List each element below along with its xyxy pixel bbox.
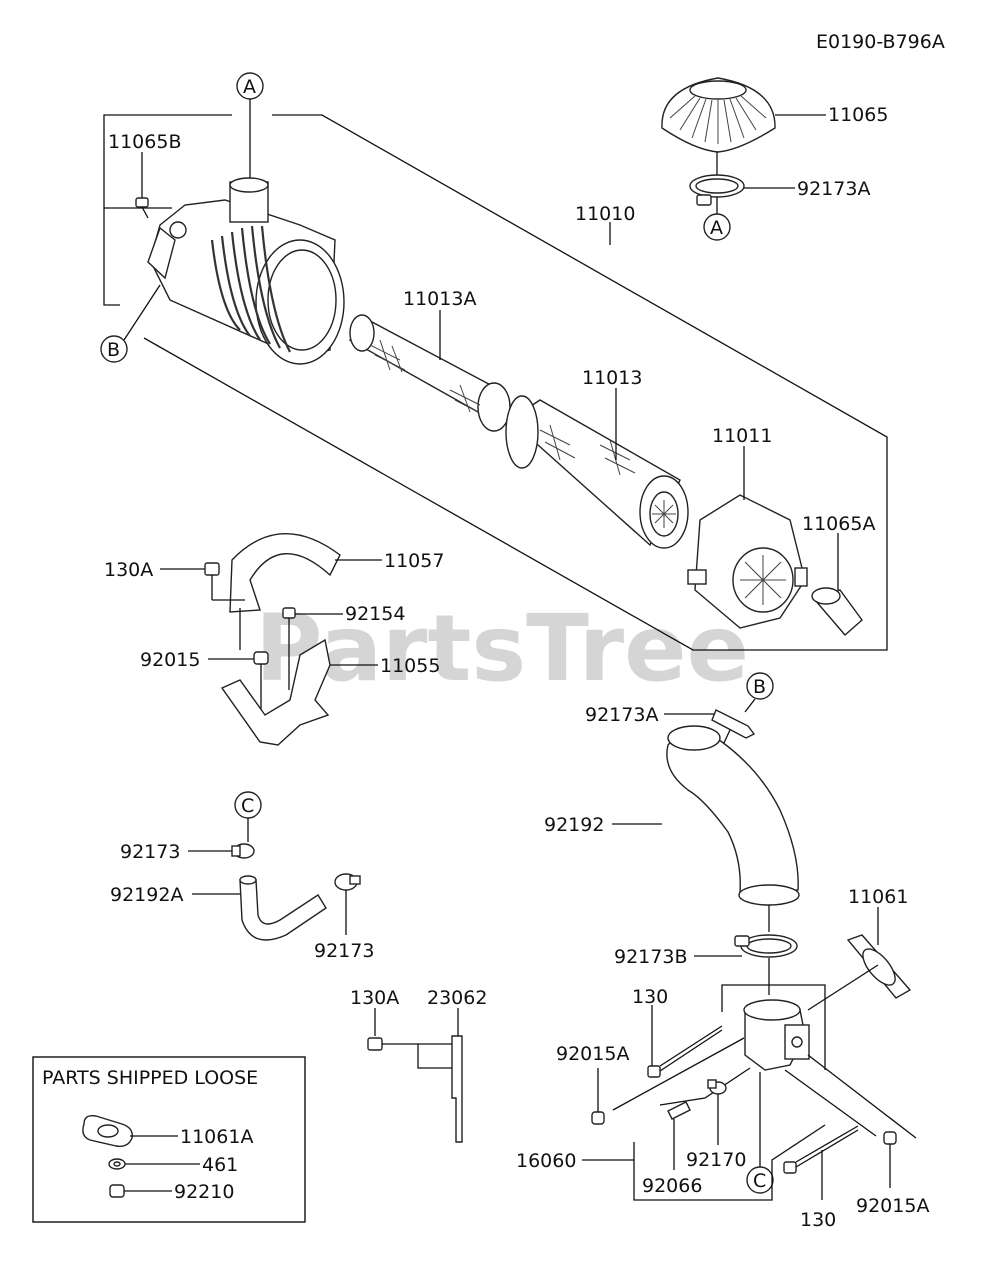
label-16060: 16060 (516, 1150, 576, 1172)
clamp-92173B (734, 934, 798, 958)
precleaner-cap (661, 77, 776, 153)
watermark: PartsTree (255, 595, 749, 702)
label-11061: 11061 (848, 886, 908, 908)
callout-c-bottom (746, 1166, 774, 1194)
label-11065: 11065 (828, 104, 888, 126)
label-11013: 11013 (582, 367, 642, 389)
callout-c-top-letter: C (241, 795, 254, 817)
label-92015A-right: 92015A (856, 1195, 929, 1217)
label-92210: 92210 (174, 1181, 234, 1203)
label-130A-bracket: 130A (104, 559, 153, 581)
label-11010: 11010 (575, 203, 635, 225)
label-92066: 92066 (642, 1175, 702, 1197)
callout-b-hose (746, 672, 774, 700)
label-11011: 11011 (712, 425, 772, 447)
bolt-130-top (647, 1025, 723, 1078)
bolt-11065B (135, 197, 149, 219)
parts-shipped-loose-box (32, 1056, 306, 1223)
hose-92192A (239, 875, 327, 941)
assembly-frame-11010 (103, 114, 888, 651)
nut-92015A-left (591, 1111, 605, 1125)
washer-461 (108, 1158, 126, 1170)
gasket-11061A (82, 1114, 133, 1148)
label-130-bottom: 130 (800, 1209, 836, 1231)
label-92173A-hose: 92173A (585, 704, 658, 726)
callout-c-bottom-letter: C (753, 1170, 766, 1192)
label-92170: 92170 (686, 1149, 746, 1171)
label-130-top: 130 (632, 986, 668, 1008)
cover-11011 (687, 494, 808, 629)
label-11057: 11057 (384, 550, 444, 572)
parts-box-title: PARTS SHIPPED LOOSE (42, 1067, 258, 1089)
label-11065A: 11065A (802, 513, 875, 535)
clip-92170 (707, 1079, 727, 1095)
label-92192A: 92192A (110, 884, 183, 906)
label-461: 461 (202, 1154, 238, 1176)
label-92173A-top: 92173A (797, 178, 870, 200)
label-11061A: 11061A (180, 1126, 253, 1148)
label-92173B: 92173B (614, 946, 687, 968)
label-23062: 23062 (427, 987, 487, 1009)
bolt-130A-lower (367, 1037, 418, 1051)
main-element-11013 (505, 395, 689, 549)
bracket-23062 (417, 1035, 463, 1143)
nut-92015A-right (883, 1131, 897, 1145)
label-130A-lower: 130A (350, 987, 399, 1009)
nut-92210 (109, 1184, 125, 1198)
label-11055: 11055 (380, 655, 440, 677)
callout-b-housing (100, 335, 128, 363)
clamp-92173A-hose (711, 709, 756, 739)
clamp-92173-bottom (334, 873, 361, 891)
callout-a-housing-letter: A (243, 76, 256, 98)
bolt-130-bottom (783, 1125, 859, 1174)
pin-92066 (667, 1101, 691, 1120)
label-92173-bottom: 92173 (314, 940, 374, 962)
bolt-130A-bracket (204, 562, 245, 601)
label-11065B: 11065B (108, 131, 181, 153)
evacuator-valve-11065A (811, 587, 863, 636)
callout-b-hose-letter: B (753, 676, 766, 698)
band-11057 (229, 533, 341, 650)
label-92015A-left: 92015A (556, 1043, 629, 1065)
bolt-92154 (282, 607, 296, 690)
air-cleaner-housing (147, 177, 345, 365)
callout-b-housing-letter: B (107, 339, 120, 361)
clamp-92173-top (231, 843, 255, 859)
inner-element-11013A (348, 314, 511, 432)
clamp-92173A-top (689, 174, 745, 206)
diagram-code: E0190-B796A (816, 31, 945, 53)
callout-a-top-letter: A (710, 217, 723, 239)
intake-manifold-16060 (612, 964, 917, 1139)
hose-92192 (666, 725, 800, 906)
label-92192: 92192 (544, 814, 604, 836)
callout-a-top (703, 213, 731, 241)
label-92015: 92015 (140, 649, 200, 671)
label-92154: 92154 (345, 603, 405, 625)
label-11013A: 11013A (403, 288, 476, 310)
label-92173-top: 92173 (120, 841, 180, 863)
gasket-11061 (846, 934, 912, 999)
